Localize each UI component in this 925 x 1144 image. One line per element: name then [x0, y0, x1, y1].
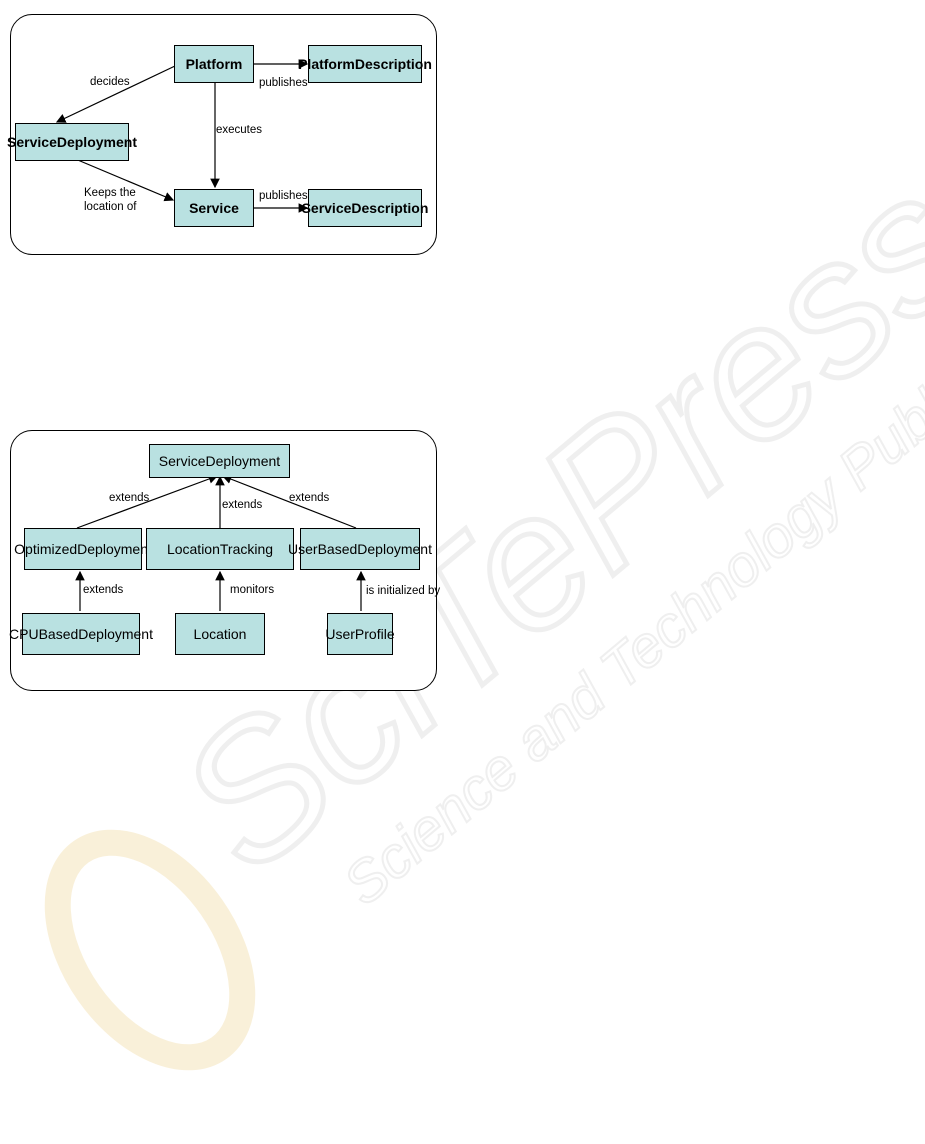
edge-label-keeps-location: Keeps the location of	[84, 187, 137, 213]
watermark-logo-swoosh	[44, 829, 256, 1071]
node-optimized-deployment: OptimizedDeployment	[14, 528, 152, 570]
edge-label-executes: executes	[216, 124, 263, 136]
edge-extends-left	[76, 474, 219, 529]
edge-label-extends-middle: extends	[222, 499, 263, 511]
edge-label-publishes-platform: publishes	[259, 77, 308, 89]
node-user-based-deployment: UserBasedDeployment	[288, 528, 432, 570]
node-user-profile: UserProfile	[325, 613, 395, 655]
edge-extends-right	[221, 474, 357, 529]
diagram-1-frame: Platform PlatformDescription ServiceDepl…	[7, 14, 437, 255]
node-service-deployment: ServiceDeployment	[7, 123, 137, 161]
diagram-2-edges	[75, 474, 366, 611]
edge-keeps-location	[72, 157, 175, 202]
node-platform-description: PlatformDescription	[298, 45, 432, 83]
edge-label-monitors: monitors	[230, 584, 275, 596]
node-platform: Platform	[174, 45, 254, 83]
node-service-deployment-root: ServiceDeployment	[149, 444, 290, 478]
edge-label-extends-left: extends	[109, 492, 150, 504]
edge-label-extends-right: extends	[289, 492, 330, 504]
edge-label-publishes-service: publishes	[259, 190, 308, 202]
diagram-2-frame: ServiceDeployment OptimizedDeployment Lo…	[9, 430, 441, 691]
edge-label-decides: decides	[90, 76, 130, 88]
edge-label-initialized-by: is initialized by	[366, 585, 441, 597]
edge-label-extends-cpu: extends	[83, 584, 124, 596]
node-location: Location	[175, 613, 265, 655]
node-cpu-based-deployment: CPUBasedDeployment	[9, 613, 153, 655]
diagram-1-edges	[55, 59, 309, 213]
node-service: Service	[174, 189, 254, 227]
node-service-description: ServiceDescription	[302, 189, 428, 227]
node-location-tracking: LocationTracking	[146, 528, 294, 570]
edge-decides	[55, 65, 176, 123]
